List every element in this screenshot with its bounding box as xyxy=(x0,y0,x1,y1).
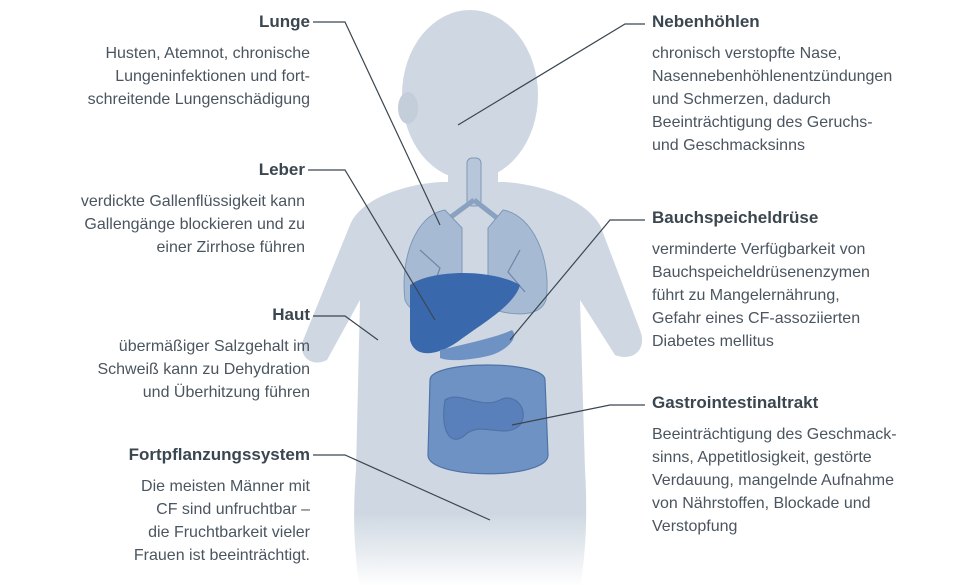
label-leber-text: verdickte Gallenflüssigkeit kann Galleng… xyxy=(81,190,305,259)
label-nebenhoehlen-title: Nebenhöhlen xyxy=(652,12,892,32)
label-bauchspeichel-title: Bauchspeicheldrüse xyxy=(652,208,870,228)
label-fortpflanzung: Fortpflanzungssystem Die meisten Männer … xyxy=(129,445,310,567)
label-gastro-text: Beeinträchtigung des Geschmack- sinns, A… xyxy=(652,423,897,538)
label-fortpflanzung-title: Fortpflanzungssystem xyxy=(129,445,310,465)
label-nebenhoehlen-text: chronisch verstopfte Nase, Nasennebenhöh… xyxy=(652,42,892,157)
label-lunge-text: Husten, Atemnot, chronische Lungeninfekt… xyxy=(88,42,310,111)
label-leber: Leber verdickte Gallenflüssigkeit kann G… xyxy=(81,160,305,259)
label-haut: Haut übermäßiger Salzgehalt im Schweiß k… xyxy=(97,305,310,404)
intestines xyxy=(428,365,548,474)
label-gastro-title: Gastrointestinaltrakt xyxy=(652,393,897,413)
label-lunge-title: Lunge xyxy=(88,12,310,32)
label-lunge: Lunge Husten, Atemnot, chronische Lungen… xyxy=(88,12,310,111)
label-leber-title: Leber xyxy=(81,160,305,180)
label-gastro: Gastrointestinaltrakt Beeinträchtigung d… xyxy=(652,393,897,538)
label-haut-title: Haut xyxy=(97,305,310,325)
label-haut-text: übermäßiger Salzgehalt im Schweiß kann z… xyxy=(97,335,310,404)
label-bauchspeichel: Bauchspeicheldrüse verminderte Verfügbar… xyxy=(652,208,870,353)
label-bauchspeichel-text: verminderte Verfügbarkeit von Bauchspeic… xyxy=(652,238,870,353)
label-fortpflanzung-text: Die meisten Männer mit CF sind unfruchtb… xyxy=(129,475,310,567)
label-nebenhoehlen: Nebenhöhlen chronisch verstopfte Nase, N… xyxy=(652,12,892,157)
